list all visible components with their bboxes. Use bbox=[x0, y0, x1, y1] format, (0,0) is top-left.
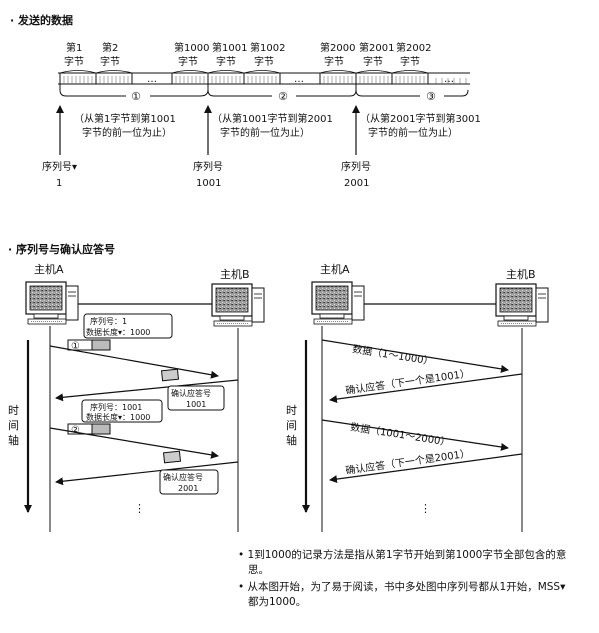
ack-arrow bbox=[55, 379, 239, 402]
time-axis-label: 时 间 轴 bbox=[286, 404, 297, 447]
packet-seq: 序列号：1001 bbox=[90, 402, 142, 412]
seq-value: 1001 bbox=[196, 178, 221, 189]
byte-label: 第1 bbox=[66, 41, 82, 54]
ack-1: 确认应答号 1001 bbox=[160, 368, 225, 411]
host-a-label: 主机A bbox=[320, 262, 350, 276]
seq-value: 2001 bbox=[344, 178, 369, 189]
segment-desc: 字节的前一位为止） bbox=[368, 126, 458, 139]
packet-len: 数据长度▾：1000 bbox=[86, 327, 150, 337]
message-label: 数据（1001～2000） bbox=[350, 420, 452, 449]
host-b-computer-icon bbox=[495, 283, 549, 327]
byte-label: 字节 bbox=[400, 55, 420, 68]
byte-labels: 第1 字节 第2 字节 第1000 字节 第1001 字节 第1002 字节 第… bbox=[64, 41, 431, 68]
seq-label: 序列号 bbox=[341, 160, 371, 173]
section2-title: · 序列号与确认应答号 bbox=[8, 242, 115, 256]
footnote: • 1到1000的记录方法是指从第1字节开始到第1000字节全部包含的意思。 bbox=[238, 549, 567, 576]
byte-label: 第1002 bbox=[250, 41, 285, 54]
host-b-label: 主机B bbox=[506, 267, 536, 281]
ack-value: 2001 bbox=[178, 484, 198, 493]
segment-desc: 字节的前一位为止） bbox=[82, 126, 172, 139]
host-b-label: 主机B bbox=[220, 267, 250, 281]
byte-label: 字节 bbox=[363, 55, 383, 68]
ellipsis: … bbox=[294, 74, 304, 85]
seq-label: 序列号 bbox=[193, 160, 223, 173]
time-axis-label: 时 间 轴 bbox=[8, 404, 19, 447]
seq-label: 序列号▾ bbox=[42, 160, 77, 173]
message-label: 确认应答（下一个是1001） bbox=[345, 367, 471, 397]
ellipsis: … bbox=[444, 74, 454, 85]
host-a-computer-icon bbox=[25, 281, 79, 325]
segment-number: ② bbox=[278, 90, 288, 103]
ack-value: 1001 bbox=[186, 400, 206, 409]
byte-label: 第2 bbox=[102, 41, 118, 54]
data-arrow bbox=[49, 427, 219, 459]
segment-desc: （从第2001字节到第3001 bbox=[360, 112, 481, 125]
packet-1: 序列号：1 数据长度▾：1000 ① bbox=[67, 313, 173, 352]
continuation-dots: ⋮ bbox=[420, 502, 431, 515]
byte-label: 第1001 bbox=[212, 41, 247, 54]
packet-2: 序列号：1001 数据长度▾：1000 ② bbox=[67, 399, 163, 436]
segment-desc: （从第1字节到第1001 bbox=[74, 112, 176, 125]
section1-title: · 发送的数据 bbox=[10, 13, 73, 27]
byte-label: 字节 bbox=[216, 55, 236, 68]
byte-label: 字节 bbox=[64, 55, 84, 68]
byte-label: 字节 bbox=[324, 55, 344, 68]
segment-desc: 字节的前一位为止） bbox=[220, 126, 310, 139]
footnote: • 从本图开始，为了易于阅读，书中多处图中序列号都从1开始，MSS▾都为1000… bbox=[238, 581, 566, 608]
data-arrow bbox=[321, 339, 509, 373]
time-axis-char: 间 bbox=[286, 419, 297, 432]
byte-label: 第1000 bbox=[174, 41, 209, 54]
packet-num: ② bbox=[71, 425, 80, 436]
time-axis-char: 时 bbox=[286, 404, 297, 417]
packet-len: 数据长度▾：1000 bbox=[86, 412, 150, 422]
ack-arrow bbox=[329, 453, 523, 484]
continuation-dots: ⋮ bbox=[134, 502, 145, 515]
segment-desc: （从第1001字节到第2001 bbox=[212, 112, 333, 125]
byte-label: 第2000 bbox=[320, 41, 355, 54]
segment-number: ① bbox=[131, 90, 141, 103]
message-label: 确认应答（下一个是2001） bbox=[345, 447, 471, 477]
ellipsis: … bbox=[147, 74, 157, 85]
byte-label: 第2001 bbox=[359, 41, 394, 54]
host-a-computer-icon bbox=[311, 281, 365, 325]
data-arrow bbox=[321, 419, 509, 451]
packet-num: ① bbox=[71, 341, 80, 352]
footnotes: • 1到1000的记录方法是指从第1字节开始到第1000字节全部包含的意思。 •… bbox=[238, 548, 568, 612]
ack-arrow bbox=[55, 461, 239, 486]
time-axis-char: 轴 bbox=[286, 433, 297, 447]
byte-label: 字节 bbox=[254, 55, 274, 68]
host-b-computer-icon bbox=[211, 283, 265, 327]
data-arrow bbox=[49, 345, 219, 379]
ack-arrow bbox=[329, 373, 523, 404]
message-label: 数据（1～1000） bbox=[352, 342, 435, 368]
byte-label: 字节 bbox=[100, 55, 120, 68]
sequence-arrows bbox=[56, 105, 360, 155]
byte-strip: … … … bbox=[58, 70, 470, 85]
host-a-label: 主机A bbox=[34, 262, 64, 276]
time-axis-char: 轴 bbox=[8, 433, 19, 447]
ack-2: 确认应答号 2001 bbox=[159, 450, 219, 495]
segment-number: ③ bbox=[426, 90, 436, 103]
packet-seq: 序列号：1 bbox=[90, 316, 127, 326]
time-axis-char: 间 bbox=[8, 419, 19, 432]
segment-brackets bbox=[59, 84, 469, 97]
byte-label: 第2002 bbox=[396, 41, 431, 54]
byte-label: 字节 bbox=[178, 55, 198, 68]
ack-label: 确认应答号 bbox=[171, 388, 211, 398]
ack-label: 确认应答号 bbox=[163, 472, 203, 482]
seq-value: 1 bbox=[56, 178, 62, 189]
time-axis-char: 时 bbox=[8, 404, 19, 417]
